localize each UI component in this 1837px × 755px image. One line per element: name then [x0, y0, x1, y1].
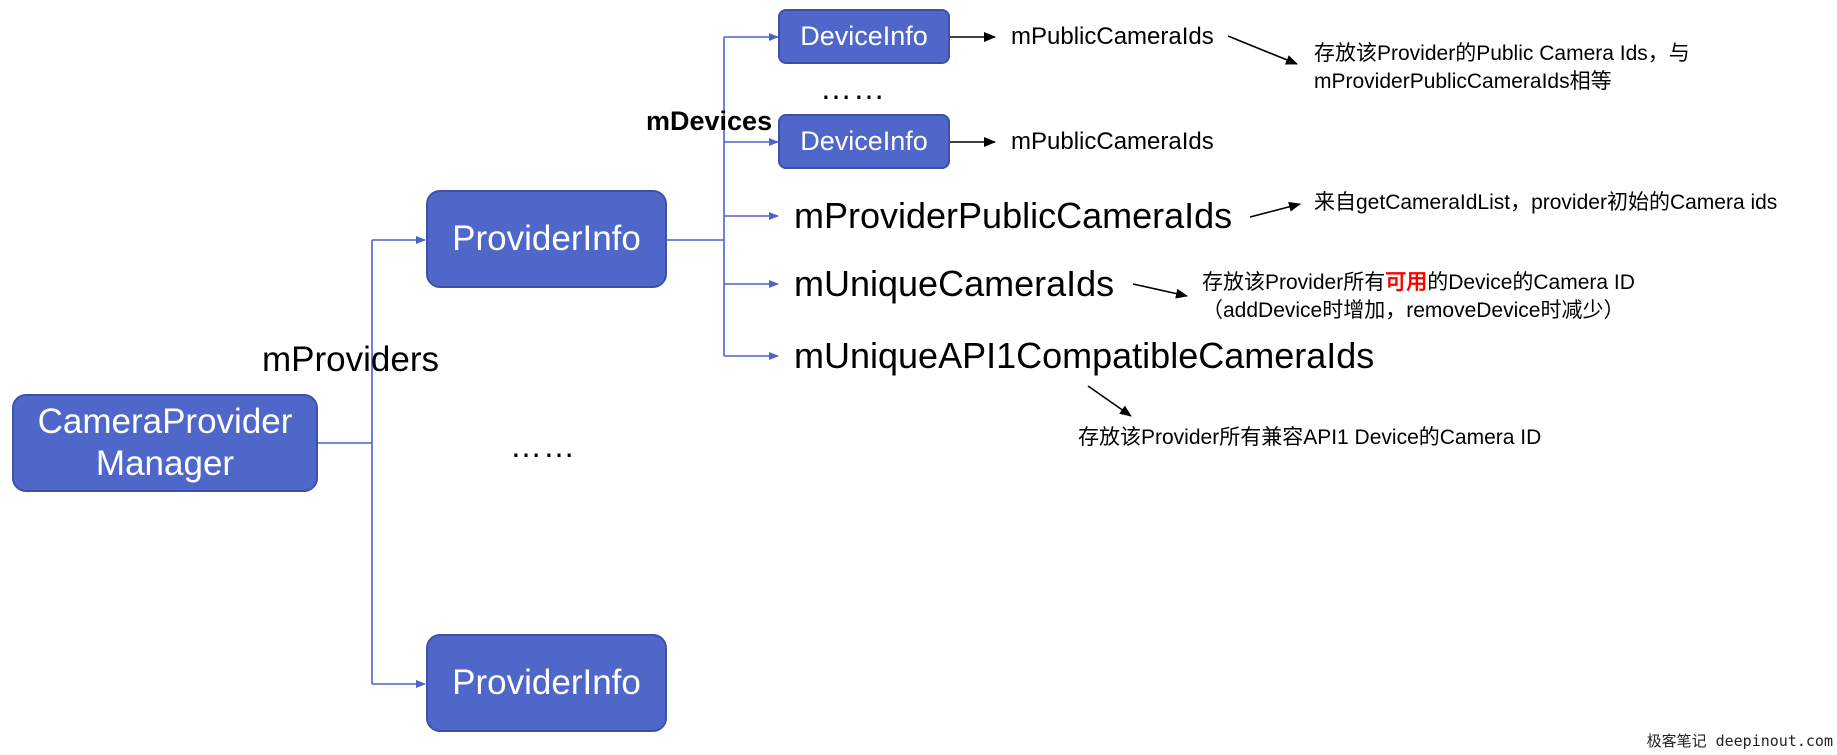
providers-ellipsis: ……: [510, 428, 576, 464]
provider-public-camera-ids-field: mProviderPublicCameraIds: [794, 195, 1233, 236]
public-ids-note-line1: 存放该Provider的Public Camera Ids，与: [1314, 42, 1690, 65]
unique-note-arrow: [1132, 283, 1188, 299]
watermark: 极客笔记 deepinout.com: [1646, 732, 1833, 750]
provider-info-label: ProviderInfo: [452, 219, 641, 258]
device-info-box-2: DeviceInfo: [778, 114, 950, 169]
provider-public-note: 来自getCameraIdList，provider初始的Camera ids: [1314, 191, 1778, 214]
unique-camera-ids-field: mUniqueCameraIds: [794, 263, 1115, 304]
unique-api1-camera-ids-field: mUniqueAPI1CompatibleCameraIds: [794, 335, 1375, 376]
unique-note-post: 的Device的Camera ID: [1427, 271, 1635, 294]
api1-ids-note: 存放该Provider所有兼容API1 Device的Camera ID: [1078, 426, 1542, 449]
unique-note-highlight: 可用: [1385, 271, 1428, 294]
api1-note-arrow: [1087, 385, 1132, 417]
provider-info-label: ProviderInfo: [452, 663, 641, 702]
public-ids-note-line2: mProviderPublicCameraIds相等: [1314, 70, 1612, 93]
device-1-public-camera-ids: mPublicCameraIds: [1011, 23, 1214, 50]
device-info-box-1: DeviceInfo: [778, 9, 950, 64]
provider-public-note-arrow: [1249, 201, 1301, 218]
devices-ellipsis: ……: [820, 70, 886, 106]
provider-info-box-bottom: ProviderInfo: [426, 634, 667, 732]
device-2-public-camera-ids: mPublicCameraIds: [1011, 128, 1214, 155]
provider-info-box-top: ProviderInfo: [426, 190, 667, 288]
manager-title-line1: CameraProvider: [37, 402, 293, 441]
unique-note-pre: 存放该Provider所有: [1202, 271, 1386, 294]
unique-ids-note-line1: 存放该Provider所有可用的Device的Camera ID: [1202, 269, 1635, 297]
unique-ids-note-line2: （addDevice时增加，removeDevice时减少）: [1202, 299, 1625, 322]
device-info-label: DeviceInfo: [800, 126, 928, 156]
public-ids-note: 存放该Provider的Public Camera Ids，与 mProvide…: [1314, 40, 1690, 96]
unique-ids-note: 存放该Provider所有可用的Device的Camera ID （addDev…: [1202, 269, 1635, 325]
public-note-arrow: [1227, 35, 1298, 65]
m-devices-label: mDevices: [646, 106, 773, 136]
device-info-label: DeviceInfo: [800, 21, 928, 51]
m-providers-label: mProviders: [262, 340, 439, 379]
manager-title-line2: Manager: [95, 444, 235, 483]
camera-provider-manager-box: CameraProvider Manager: [12, 394, 318, 492]
